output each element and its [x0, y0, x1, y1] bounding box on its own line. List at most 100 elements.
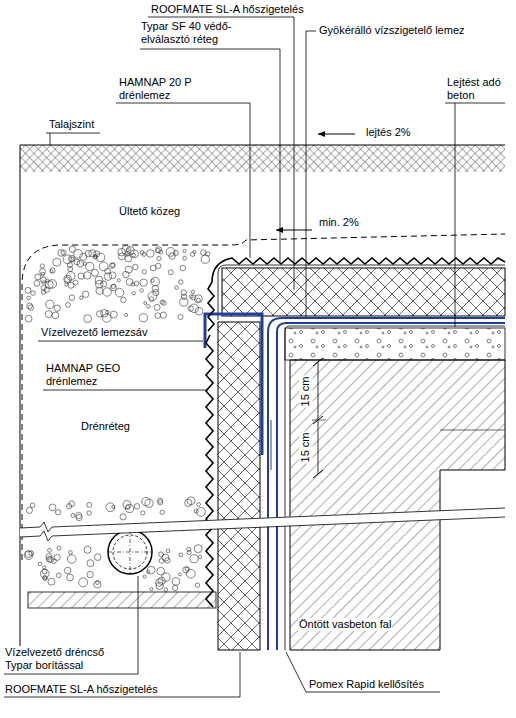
gravel-stone	[121, 297, 126, 302]
gravel-stone	[110, 311, 117, 318]
gravel-stone	[74, 259, 80, 265]
gravel-stone	[195, 307, 203, 315]
gravel-stone	[196, 298, 200, 302]
gravel-stone	[64, 567, 71, 574]
callout-label: Gyökérálló vízszigetelő lemez	[318, 24, 466, 37]
callout-label: Pomex Rapid kellősítés	[308, 678, 425, 691]
gravel-stone	[24, 551, 33, 560]
gravel-stone	[201, 250, 207, 256]
gravel-stone	[147, 250, 155, 258]
gravel-stone	[46, 279, 50, 283]
gravel-stone	[120, 514, 126, 520]
gravel-stone	[190, 555, 198, 563]
gravel-stone	[89, 250, 96, 257]
slope-arrow	[276, 230, 312, 231]
gravel-stone	[80, 253, 87, 260]
gravel-stone	[183, 567, 189, 573]
gravel-stone	[156, 248, 160, 252]
gravel-stone	[134, 281, 139, 286]
gravel-stone	[101, 281, 107, 287]
gravel	[24, 246, 210, 592]
gravel-stone	[151, 277, 160, 286]
gravel-stone	[97, 311, 103, 317]
gravel-stone	[101, 310, 108, 317]
gravel-stone	[168, 270, 173, 275]
gravel-stone	[49, 504, 56, 511]
gravel-stone	[69, 246, 75, 252]
gravel-stone	[134, 504, 140, 510]
gravel-stone	[132, 292, 135, 295]
membrane	[277, 323, 505, 650]
gravel-stone	[31, 291, 36, 296]
gravel-stone	[145, 499, 153, 507]
callout-label: Lejtést adó beton	[446, 76, 516, 102]
gravel-stone	[160, 510, 164, 514]
callout-label: Talajszint	[48, 118, 95, 131]
gravel-stone	[125, 266, 132, 273]
gravel-stone	[178, 314, 183, 319]
ground-hatch	[20, 145, 505, 172]
gravel-stone	[70, 257, 74, 261]
gravel-stone	[160, 312, 166, 318]
gravel-stone	[25, 287, 31, 293]
gravel-stone	[34, 281, 40, 287]
gravel-stone	[156, 263, 161, 268]
gravel-stone	[183, 256, 187, 260]
gravel-stone	[55, 510, 60, 515]
callout-label: Typar SF 40 védő-elválasztó réteg	[140, 20, 267, 46]
primer-line	[285, 326, 505, 650]
gravel-stone	[67, 574, 74, 581]
separation-layer	[218, 265, 505, 320]
gravel-stone	[80, 296, 83, 299]
gravel-stone	[195, 583, 199, 587]
gravel-stone	[94, 581, 101, 588]
gravel-stone	[87, 502, 92, 507]
gravel-stone	[126, 279, 133, 286]
gravel-stone	[180, 298, 188, 306]
dimension-line	[318, 362, 319, 474]
gravel-stone	[162, 554, 169, 561]
gravel-stone	[84, 272, 91, 279]
gravel-stone	[54, 305, 60, 311]
gravel-stone	[45, 311, 52, 318]
callout-label: Drénréteg	[80, 420, 131, 433]
gravel-stone	[83, 291, 89, 297]
gravel-stone	[150, 588, 153, 591]
gravel-stone	[68, 267, 73, 272]
slope-arrow	[318, 134, 355, 135]
gravel-stone	[187, 550, 191, 554]
gravel-stone	[155, 313, 161, 319]
gravel-stone	[103, 314, 111, 322]
gravel-stone	[94, 554, 101, 561]
gravel-stone	[159, 552, 164, 557]
drain-membrane	[208, 258, 505, 331]
gravel-stone	[43, 576, 48, 581]
gravel-stone	[179, 280, 183, 284]
gravel-stone	[158, 500, 163, 505]
gravel-stone	[123, 501, 131, 509]
gravel-stone	[133, 264, 138, 269]
gravel-stone	[179, 573, 182, 576]
gravel-stone	[27, 296, 31, 300]
callout-label: Ültető közeg	[118, 205, 181, 218]
gravel-stone	[143, 575, 146, 578]
gravel-stone	[54, 554, 60, 560]
gravel-stone	[194, 545, 202, 553]
gravel-stone	[43, 566, 46, 569]
gravel-stone	[166, 248, 175, 257]
drain-pipe	[108, 530, 152, 574]
gravel-stone	[142, 270, 146, 274]
gravel-stone	[87, 571, 93, 577]
gravel-stone	[85, 250, 91, 256]
gravel-stone	[79, 578, 88, 587]
callout-label: ROOFMATE SL-A hőszigetelés	[4, 683, 159, 696]
dimension-ext	[312, 420, 326, 421]
gravel-stone	[157, 256, 161, 260]
gravel-stone	[117, 279, 120, 282]
gravel-stone	[123, 271, 130, 278]
gravel-stone	[112, 505, 115, 508]
gravel-stone	[76, 512, 82, 518]
gravel-stone	[140, 279, 147, 286]
gravel-stone	[40, 569, 49, 578]
